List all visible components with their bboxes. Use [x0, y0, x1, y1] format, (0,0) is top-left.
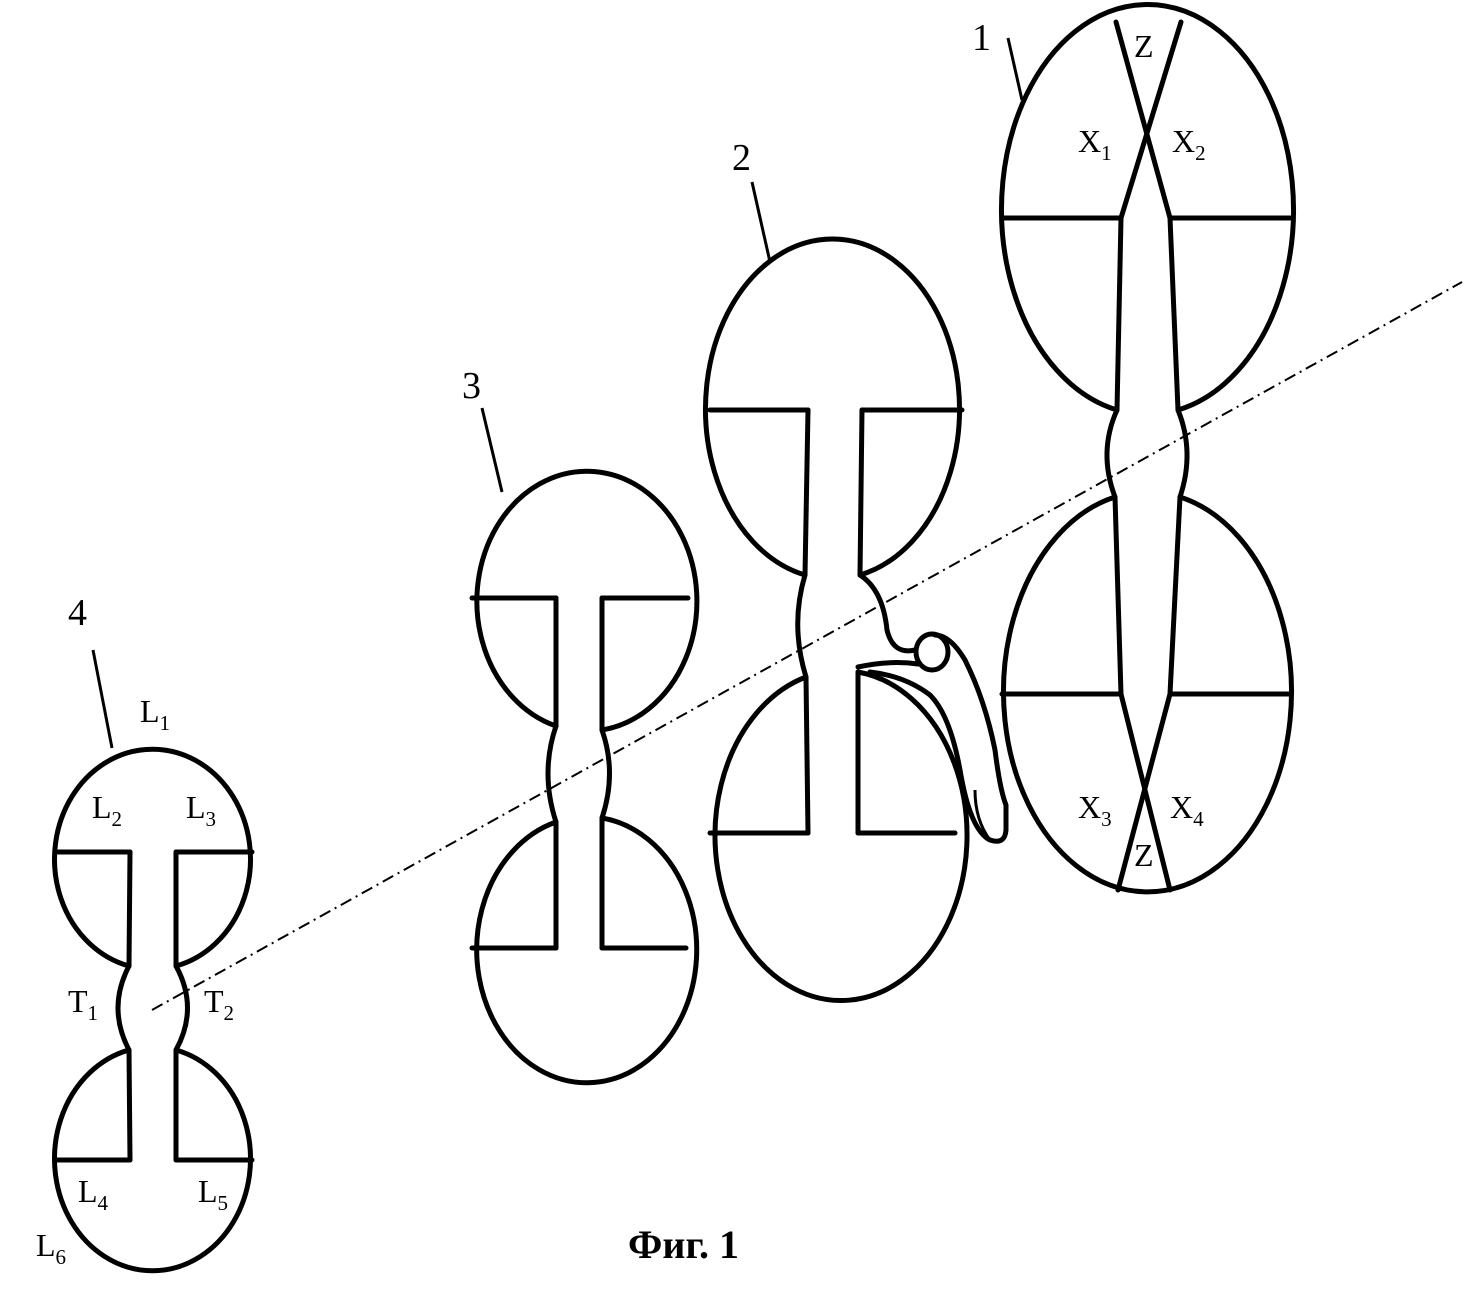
label-l2: L2 — [92, 789, 122, 831]
label-x3: X3 — [1078, 789, 1112, 831]
stage-4-number: 4 — [68, 592, 87, 634]
label-l4: L4 — [78, 1173, 109, 1215]
label-l6: L6 — [36, 1227, 66, 1269]
label-t2: T2 — [204, 983, 234, 1025]
label-x1: X1 — [1078, 123, 1112, 165]
stage-2-shape — [706, 239, 1007, 1000]
stage-1-leader — [1008, 38, 1022, 100]
label-l3: L3 — [186, 789, 216, 831]
label-t1: T1 — [68, 983, 98, 1025]
stage-3-leader — [482, 408, 502, 492]
stage-1-shape — [1001, 5, 1293, 892]
stage-4-leader — [93, 650, 112, 748]
stage-2-leader — [752, 182, 770, 262]
label-z-top: Z — [1134, 28, 1154, 64]
stage-2-number: 2 — [732, 137, 751, 179]
stage-1-number: 1 — [972, 17, 991, 59]
stage-3-number: 3 — [462, 365, 481, 407]
axis-line — [152, 282, 1462, 1010]
label-l1: L1 — [140, 693, 170, 735]
label-x4: X4 — [1170, 789, 1204, 831]
label-x2: X2 — [1172, 123, 1206, 165]
label-l5: L5 — [198, 1173, 228, 1215]
label-z-bottom: Z — [1134, 837, 1154, 873]
figure-caption: Фиг. 1 — [628, 1222, 739, 1267]
stage-3-shape — [472, 471, 697, 1082]
